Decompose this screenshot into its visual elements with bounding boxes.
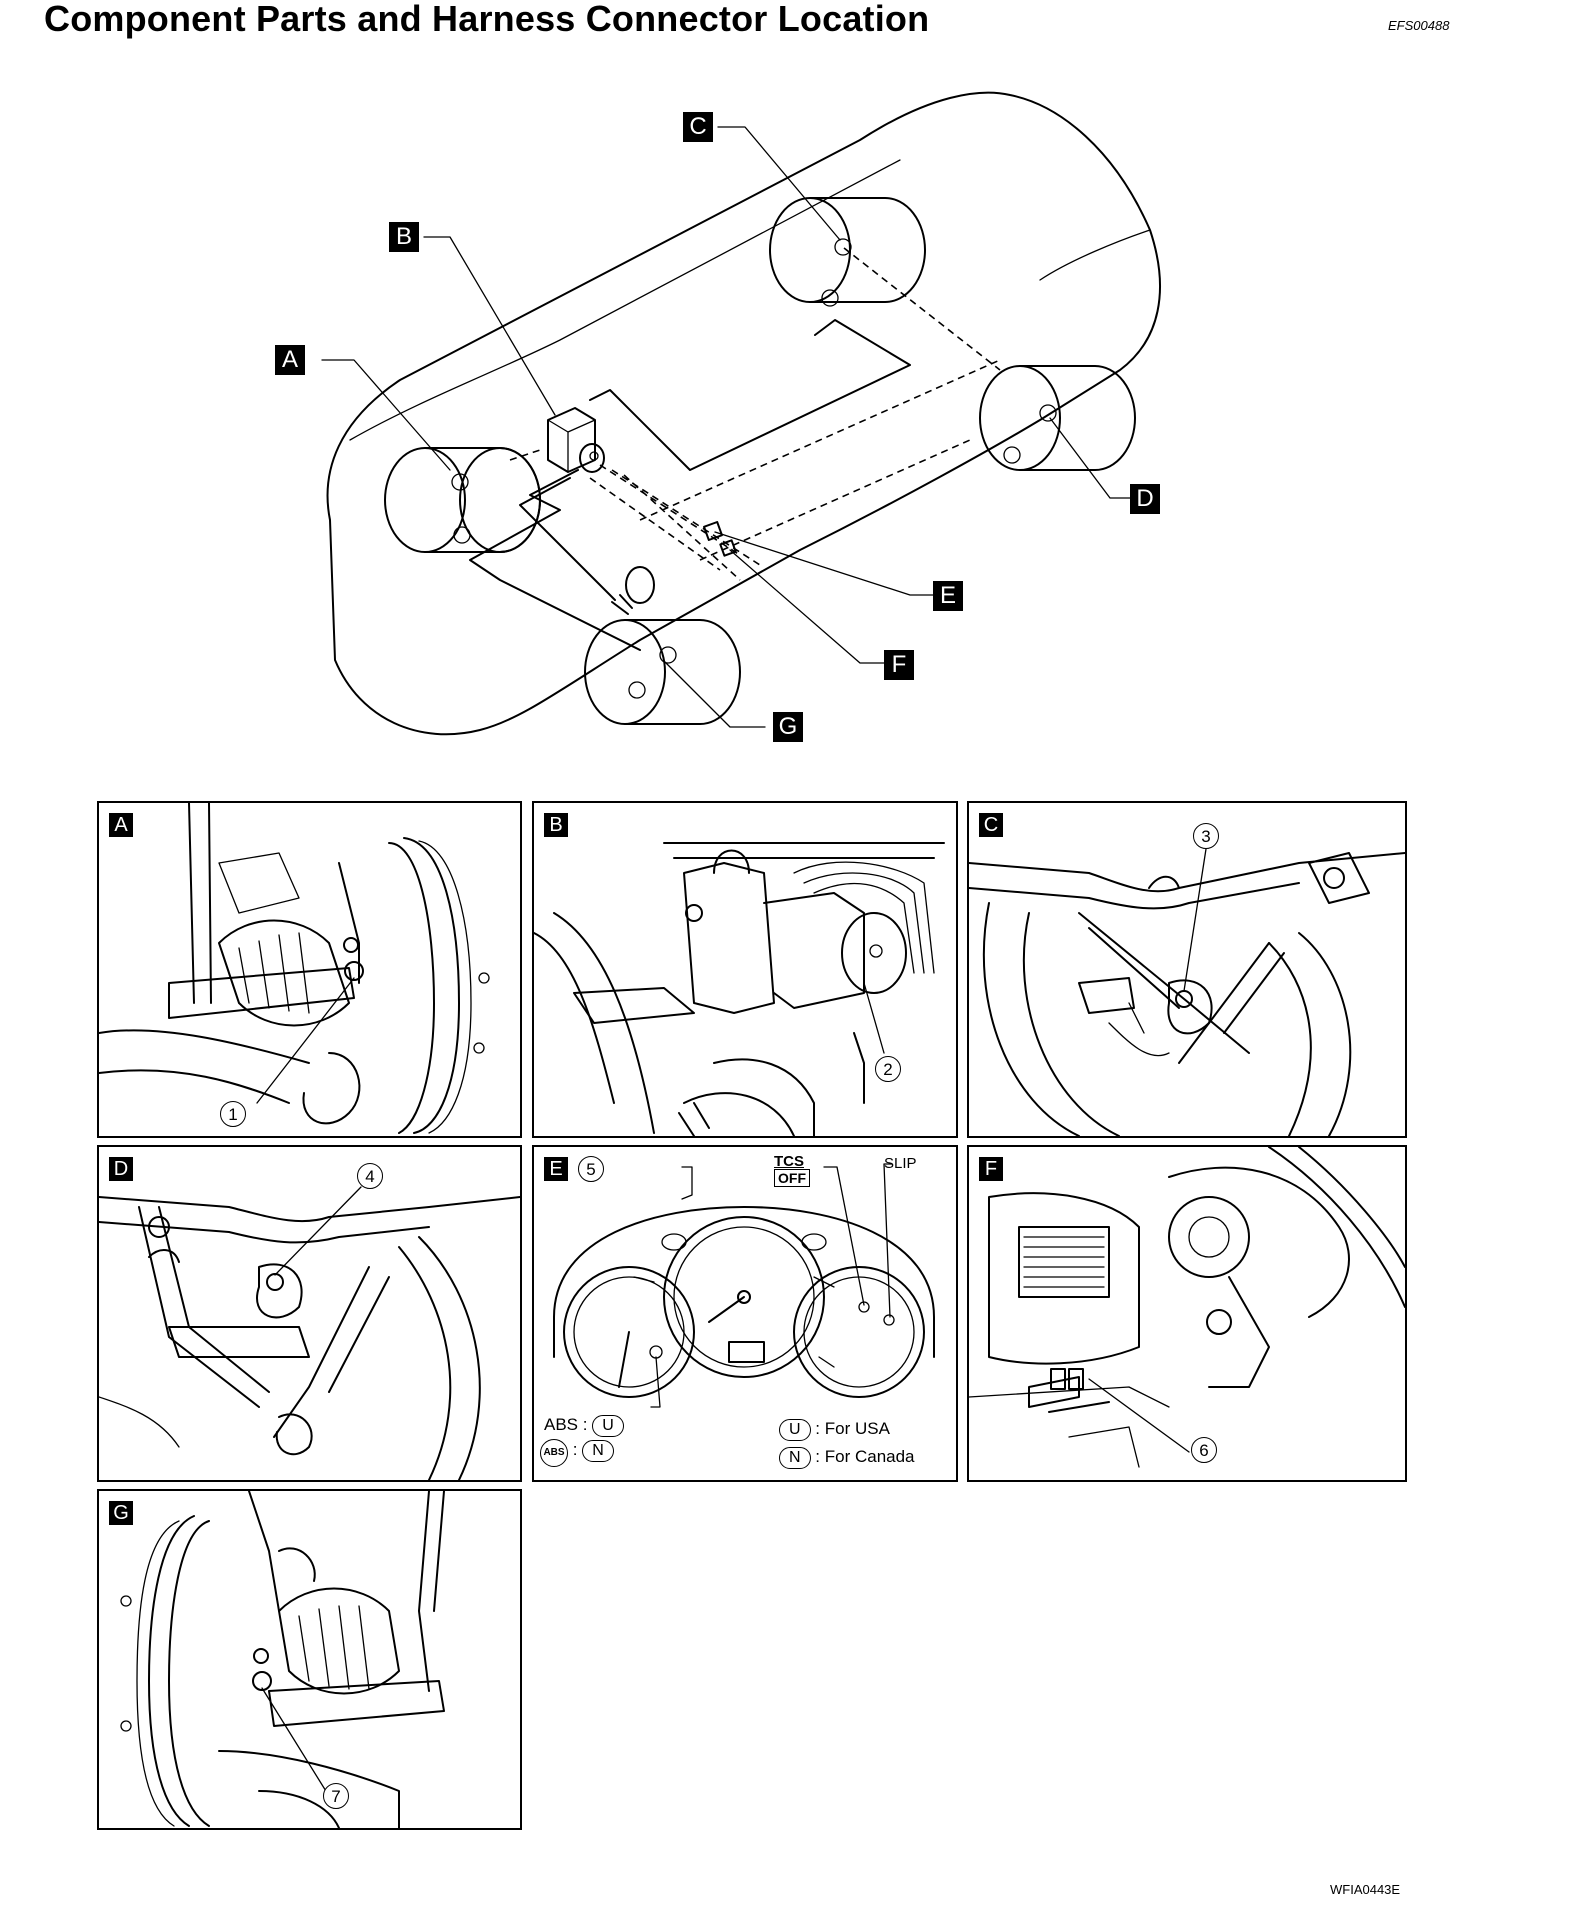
- wheel-rear-left: [769, 197, 926, 307]
- tcs-indicator-text: TCS: [774, 1153, 804, 1170]
- abs-legend-label: ABS :: [544, 1415, 588, 1434]
- panel-f: F 6: [967, 1145, 1407, 1482]
- abs-legend-u-pill: U: [592, 1415, 624, 1437]
- callout-5-combination-meter: 5: [578, 1156, 604, 1182]
- panel-a-label: A: [109, 813, 133, 837]
- callout-1-front-left-wheel-sensor: 1: [220, 1101, 246, 1127]
- canada-legend-text: : For Canada: [815, 1447, 915, 1466]
- speedometer-gauge: [663, 1216, 825, 1378]
- tcs-off-switch: [1050, 1368, 1066, 1390]
- location-label-a: A: [275, 345, 305, 375]
- vehicle-overview-diagram: [321, 91, 1161, 736]
- leader-b: [423, 236, 556, 416]
- panel-a: A 1: [97, 801, 522, 1138]
- abs-ring-n-pill: N: [582, 1440, 614, 1462]
- harness-main: [589, 319, 911, 471]
- canada-legend-row: N : For Canada: [779, 1447, 915, 1469]
- usa-legend-text: : For USA: [815, 1419, 890, 1438]
- callout-2-abs-actuator: 2: [875, 1056, 901, 1082]
- yaw-sensor-unit: [611, 566, 655, 615]
- harness-steering: [519, 477, 616, 601]
- callout-6-tcs-off-switch: 6: [1191, 1437, 1217, 1463]
- wheel-rear-right: [979, 365, 1136, 471]
- abs-actuator-unit: [547, 407, 605, 473]
- abs-legend-row: ABS : U: [544, 1415, 624, 1437]
- harness-front-left: [469, 469, 641, 651]
- panel-f-illustration: [969, 1147, 1405, 1468]
- leader-g: [664, 661, 766, 728]
- abs-ring-symbol: ABS: [540, 1439, 568, 1467]
- off-indicator-text: OFF: [774, 1169, 810, 1187]
- leader-a: [321, 359, 451, 471]
- figure-id: WFIA0443E: [1330, 1882, 1401, 1897]
- usa-u-pill: U: [779, 1419, 811, 1441]
- car-body-outline: [326, 91, 1161, 736]
- panel-g-illustration: [120, 1491, 445, 1828]
- location-label-e: E: [933, 581, 963, 611]
- panel-e-illustration: [553, 1163, 935, 1408]
- abs-ring-legend-row: ABS : N: [540, 1439, 614, 1467]
- wheel-front-left: [384, 447, 541, 553]
- page-title: Component Parts and Harness Connector Lo…: [44, 0, 930, 39]
- tachometer-gauge: [563, 1266, 695, 1398]
- location-label-f: F: [884, 650, 914, 680]
- slip-lamp: [883, 1314, 895, 1326]
- panel-e-label: E: [544, 1157, 568, 1181]
- panel-d: D 4: [97, 1145, 522, 1482]
- panel-f-label: F: [979, 1157, 1003, 1181]
- panel-e: E 5 TCS OFF SLIP ABS : U ABS : N U : For…: [532, 1145, 958, 1482]
- leader-f: [729, 549, 886, 664]
- callout-3-rear-left-wheel-sensor: 3: [1193, 823, 1219, 849]
- location-label-c: C: [683, 112, 713, 142]
- document-id: EFS00488: [1388, 18, 1450, 33]
- panel-d-label: D: [109, 1157, 133, 1181]
- leader-c: [717, 126, 841, 241]
- panel-g: G 7: [97, 1489, 522, 1830]
- panel-g-label: G: [109, 1501, 133, 1525]
- panel-d-illustration: [99, 1186, 520, 1480]
- panel-c-illustration: [969, 848, 1405, 1136]
- callout-4-rear-right-wheel-sensor: 4: [357, 1163, 383, 1189]
- wheel-front-right: [584, 619, 741, 725]
- panel-c-label: C: [979, 813, 1003, 837]
- canada-n-pill: N: [779, 1447, 811, 1469]
- panel-c: C 3: [967, 801, 1407, 1138]
- windshield-line: [1039, 229, 1151, 281]
- leader-e: [714, 531, 936, 596]
- usa-legend-row: U : For USA: [779, 1419, 890, 1441]
- panel-a-illustration: [99, 803, 490, 1134]
- callout-7-front-right-wheel-sensor: 7: [323, 1783, 349, 1809]
- fuel-temp-gauge: [793, 1266, 925, 1398]
- location-label-g: G: [773, 712, 803, 742]
- body-crease-line: [349, 159, 901, 441]
- abs-warning-lamp: [649, 1345, 663, 1359]
- location-label-b: B: [389, 222, 419, 252]
- location-label-d: D: [1130, 484, 1160, 514]
- panel-b: B 2: [532, 801, 958, 1138]
- panel-b-illustration: [534, 842, 945, 1136]
- slip-indicator-text: SLIP: [884, 1155, 917, 1172]
- leader-d: [1049, 417, 1141, 499]
- panel-b-label: B: [544, 813, 568, 837]
